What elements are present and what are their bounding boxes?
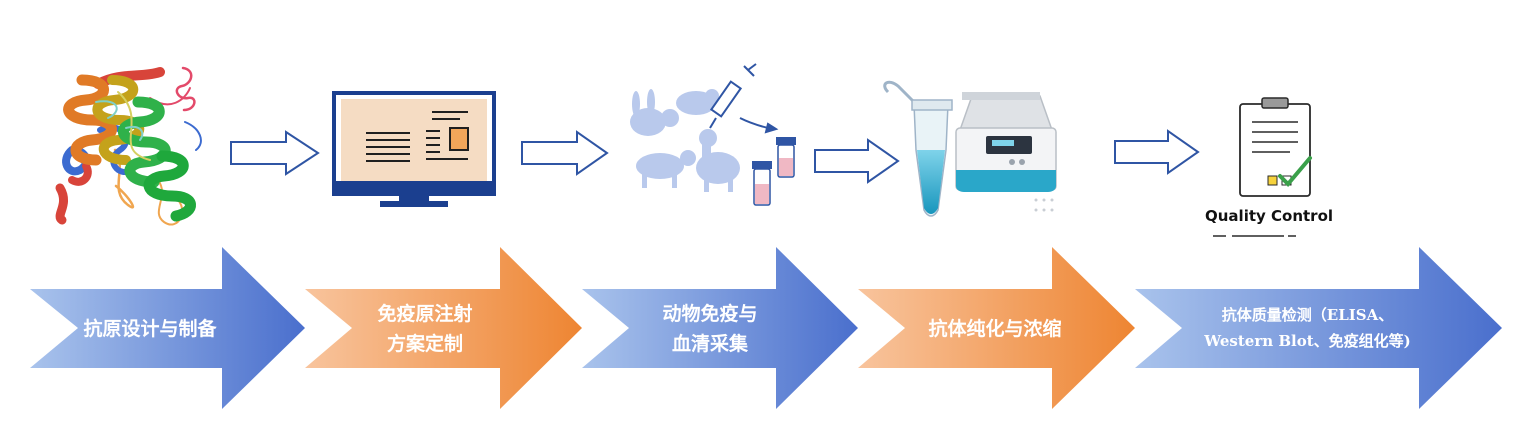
computer-monitor-icon [332, 91, 496, 207]
connector-arrow-1 [230, 130, 320, 176]
animals-syringe-icon [630, 63, 796, 206]
step-1-line-1: 抗原设计与制备 [83, 318, 217, 340]
step-3-label: 动物免疫与 血清采集 [625, 298, 795, 360]
step-5-line-1: 抗体质量检测（ELISA、 [1221, 306, 1394, 324]
clipboard-check-icon [1213, 97, 1312, 237]
step-arrow-1 [30, 247, 305, 409]
step-arrow-5 [1135, 247, 1502, 409]
step-arrow-2 [305, 247, 582, 409]
step-arrow-3 [582, 247, 858, 409]
step-4-label: 抗体纯化与浓缩 [895, 305, 1095, 353]
protein-structure-icon [55, 66, 202, 226]
connector-arrow-3 [814, 138, 900, 184]
connector-arrow-2 [521, 130, 609, 176]
step-5-label: 抗体质量检测（ELISA、 Western Blot、免疫组化等) [1170, 300, 1445, 356]
step-3-line-2: 血清采集 [671, 333, 748, 355]
quality-control-label: Quality Control [1205, 207, 1334, 225]
connector-arrow-4 [1114, 129, 1200, 175]
step-arrow-4 [858, 247, 1135, 409]
step-2-label: 免疫原注射 方案定制 [340, 298, 510, 360]
step-2-line-2: 方案定制 [386, 333, 463, 355]
step-5-line-2: Western Blot、免疫组化等) [1204, 332, 1411, 350]
step-1-label: 抗原设计与制备 [60, 305, 240, 353]
step-3-line-1: 动物免疫与 [662, 303, 758, 325]
tube-and-centrifuge-icon [883, 80, 1057, 217]
step-2-line-1: 免疫原注射 [377, 303, 473, 325]
step-4-line-1: 抗体纯化与浓缩 [928, 318, 1062, 340]
